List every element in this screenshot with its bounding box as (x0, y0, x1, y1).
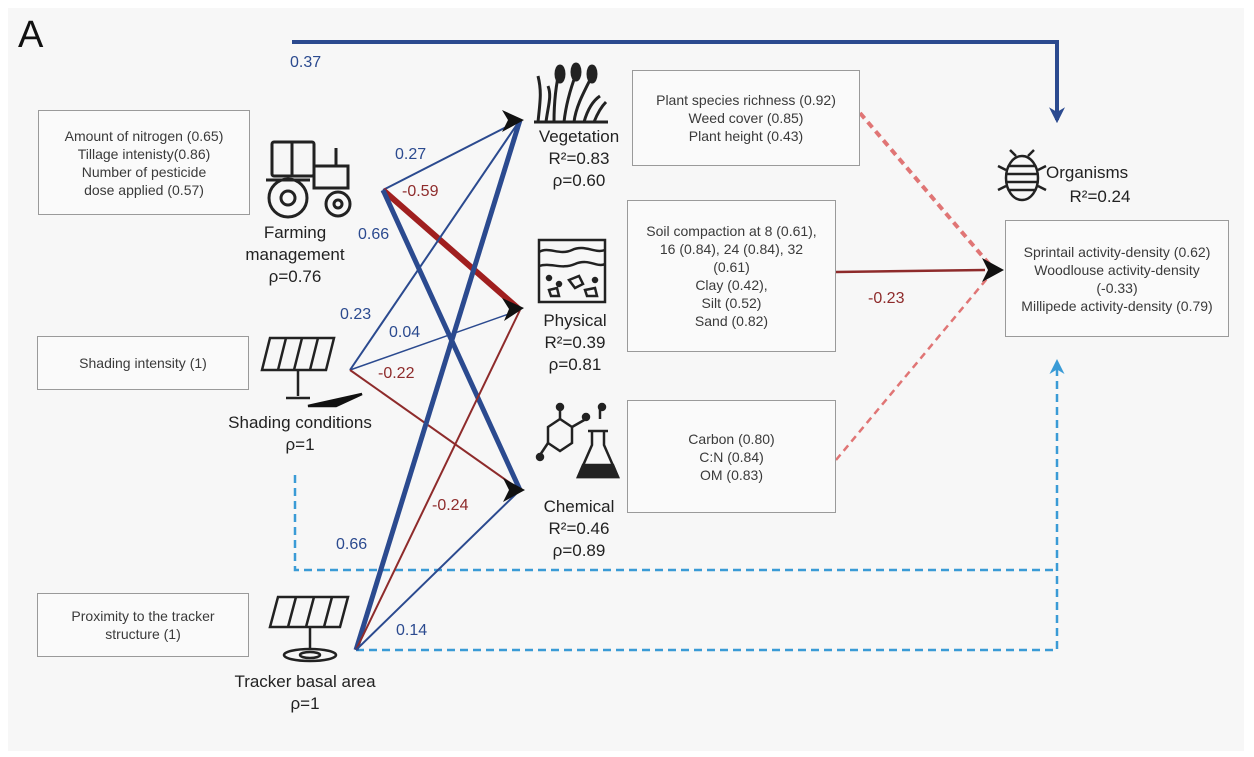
coef-tracker-chemical: 0.14 (396, 622, 428, 639)
path-farming-vegetation (382, 119, 521, 191)
indicator: Carbon (0.80) (688, 430, 775, 447)
indicator: OM (0.83) (699, 466, 763, 483)
path-physical-organisms (835, 268, 986, 274)
panel-letter: A (18, 14, 44, 56)
solar-panel-icon (260, 336, 363, 408)
soil-profile-icon (537, 238, 607, 304)
indicator: Soil compaction at 8 (0.61), (646, 223, 817, 239)
construct-name: Tracker basal area (234, 672, 376, 691)
coef-shading-chemical: -0.22 (378, 365, 415, 382)
path-farming-physical (381, 187, 522, 313)
arrowhead-chemical (503, 478, 525, 502)
organisms-r2-label: R²=0.24 (1040, 186, 1160, 208)
indicator: Sand (0.82) (694, 313, 769, 329)
construct-r2: R²=0.46 (548, 519, 610, 538)
indicator: Number of pesticide (81, 163, 207, 180)
woodlouse-icon (997, 149, 1047, 202)
chemical-indicators-box: Carbon (0.80) C:N (0.84) OM (0.83) (627, 400, 836, 513)
path-shading-organisms (293, 475, 1057, 572)
path-tracker-chemical (355, 489, 521, 651)
solar-tracker-icon (268, 595, 350, 663)
indicator: Plant height (0.43) (688, 128, 804, 144)
coef-shading-vegetation: 0.23 (340, 306, 372, 323)
indicator: Plant species richness (0.92) (656, 92, 836, 108)
path-chemical-organisms (835, 274, 991, 461)
organisms-indicators-box: Sprintail activity-density (0.62) Woodlo… (1005, 220, 1229, 337)
coef-shading-physical: 0.04 (389, 324, 421, 341)
coef-physical-organisms: -0.23 (868, 290, 905, 307)
grass-icon (534, 62, 608, 124)
arrowhead-organisms (982, 258, 1004, 282)
shading-indicators-box: Shading intensity (1) (37, 336, 249, 390)
physical-label: Physical R²=0.39 ρ=0.81 (520, 310, 630, 376)
construct-rho: ρ=0.76 (268, 267, 322, 286)
construct-name: Farming (263, 223, 327, 242)
indicator: Weed cover (0.85) (688, 110, 804, 126)
tracker-indicators-box: Proximity to the tracker structure (1) (37, 593, 249, 657)
indicator: Amount of nitrogen (0.65) (64, 127, 224, 144)
indicator: Shading intensity (1) (79, 355, 207, 371)
farming-label: Farming management ρ=0.76 (215, 222, 375, 288)
construct-r2: R²=0.24 (1069, 187, 1131, 206)
construct-name: Vegetation (538, 127, 620, 146)
indicator: Proximity to the tracker (71, 608, 215, 624)
indicator: Woodlouse activity-density (1034, 261, 1200, 278)
construct-rho: ρ=0.60 (552, 171, 606, 190)
construct-name: management (245, 245, 345, 264)
path-shading-chemical (349, 369, 521, 491)
indicator: Sprintail activity-density (0.62) (1023, 243, 1211, 260)
construct-rho: ρ=1 (290, 694, 320, 713)
physical-indicators-box: Soil compaction at 8 (0.61), 16 (0.84), … (627, 200, 836, 352)
path-shading-vegetation (349, 119, 521, 371)
path-tracker-physical (355, 309, 521, 651)
indicator: Tillage intenisty(0.86) (77, 145, 211, 162)
indicator: Silt (0.52) (701, 295, 762, 311)
indicator: 16 (0.84), 24 (0.84), 32 (659, 241, 804, 257)
coef-shading-organisms: 0.66 (336, 536, 368, 553)
farming-indicators-box: Amount of nitrogen (0.65) Tillage inteni… (38, 110, 250, 215)
arrowhead-physical (502, 298, 524, 321)
indicator: Clay (0.42), (695, 277, 768, 293)
coef-farming-vegetation: 0.27 (395, 146, 427, 163)
construct-name: Chemical (543, 497, 615, 516)
organisms-label: Organisms (1046, 162, 1166, 184)
chemical-label: Chemical R²=0.46 ρ=0.89 (524, 496, 634, 562)
construct-rho: ρ=1 (285, 435, 315, 454)
indicator: (-0.33) (1096, 279, 1138, 296)
indicator: Millipede activity-density (0.79) (1021, 297, 1213, 314)
coef-farming-chemical: 0.66 (358, 226, 390, 243)
construct-r2: R²=0.39 (544, 333, 606, 352)
construct-name: Shading conditions (228, 413, 372, 432)
construct-rho: ρ=0.81 (548, 355, 602, 374)
tractor-icon (266, 140, 352, 219)
vegetation-label: Vegetation R²=0.83 ρ=0.60 (524, 126, 634, 192)
construct-rho: ρ=0.89 (552, 541, 606, 560)
vegetation-indicators-box: Plant species richness (0.92) Weed cover… (632, 70, 860, 166)
indicator: (0.61) (713, 259, 750, 275)
construct-name: Physical (543, 311, 607, 330)
coef-tracker-physical: -0.24 (432, 497, 469, 514)
coef-farming-organisms: 0.37 (290, 54, 322, 71)
tracker-label: Tracker basal area ρ=1 (210, 671, 400, 715)
indicator: dose applied (0.57) (84, 181, 204, 198)
path-shading-physical (349, 309, 521, 371)
chemistry-flask-icon (535, 402, 620, 479)
path-tracker-vegetation (353, 119, 523, 651)
path-farming-organisms (292, 40, 1065, 124)
construct-r2: R²=0.83 (548, 149, 610, 168)
construct-name: Organisms (1046, 163, 1129, 182)
indicator: structure (1) (105, 626, 181, 642)
arrowhead-vegetation (502, 110, 524, 132)
coef-farming-physical: -0.59 (402, 183, 439, 200)
shading-label: Shading conditions ρ=1 (205, 412, 395, 456)
path-vegetation-organisms (858, 111, 992, 267)
indicator: C:N (0.84) (699, 448, 764, 465)
